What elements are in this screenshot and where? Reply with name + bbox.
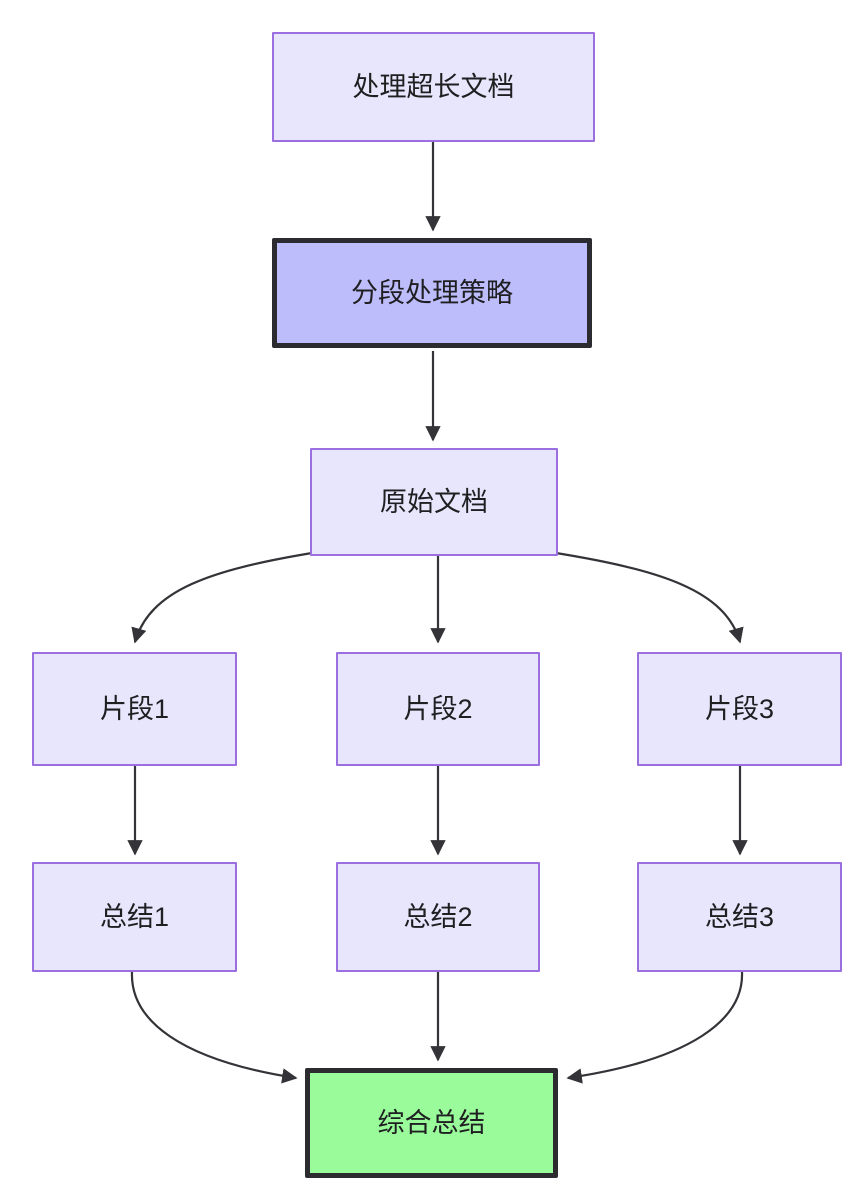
node-label: 原始文档 bbox=[380, 486, 488, 517]
node-label: 处理超长文档 bbox=[352, 71, 515, 102]
node-label: 总结3 bbox=[704, 901, 775, 932]
edge-n9-n10 bbox=[566, 971, 744, 1084]
node-process-long-document[interactable]: 处理超长文档 bbox=[272, 32, 595, 142]
node-label: 总结1 bbox=[99, 901, 170, 932]
node-fragment-2[interactable]: 片段2 bbox=[336, 652, 540, 766]
edge-n7-n10 bbox=[130, 971, 298, 1084]
node-summary-2[interactable]: 总结2 bbox=[336, 862, 540, 972]
node-original-document[interactable]: 原始文档 bbox=[310, 448, 558, 556]
node-label: 片段2 bbox=[403, 693, 473, 724]
node-label: 片段3 bbox=[704, 693, 775, 724]
node-fragment-1[interactable]: 片段1 bbox=[32, 652, 237, 766]
edge-n3-n6 bbox=[555, 551, 744, 644]
node-comprehensive-summary[interactable]: 综合总结 bbox=[305, 1068, 558, 1178]
node-label: 片段1 bbox=[99, 693, 170, 724]
node-chunking-strategy[interactable]: 分段处理策略 bbox=[272, 238, 592, 348]
node-fragment-3[interactable]: 片段3 bbox=[637, 652, 842, 766]
node-summary-1[interactable]: 总结1 bbox=[32, 862, 237, 972]
edge-n3-n4 bbox=[131, 551, 313, 644]
node-label: 分段处理策略 bbox=[351, 277, 513, 308]
node-label: 综合总结 bbox=[377, 1107, 486, 1138]
node-summary-3[interactable]: 总结3 bbox=[637, 862, 842, 972]
node-label: 总结2 bbox=[403, 901, 473, 932]
